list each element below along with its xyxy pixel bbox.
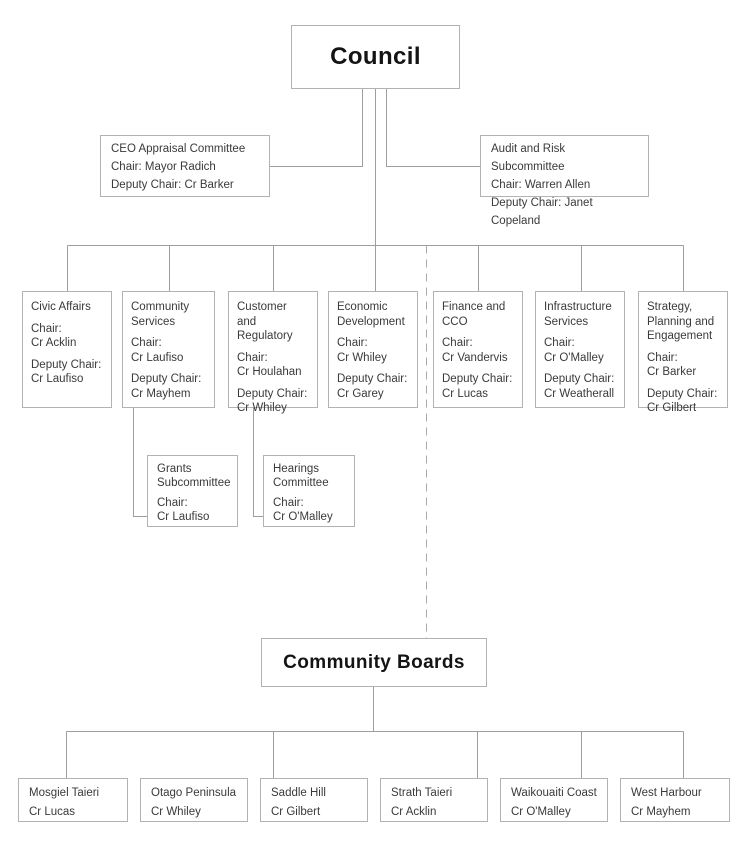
board-name: Waikouaiti Coast bbox=[511, 787, 597, 799]
deputy-chair-label: Deputy Chair: bbox=[337, 373, 408, 385]
committee-box-economic-development: Economic Development Chair: Cr Whiley De… bbox=[328, 291, 418, 408]
deputy-chair-line: Deputy Chair: Cr Barker bbox=[111, 179, 234, 191]
deputy-chair-name: Cr Lucas bbox=[442, 387, 489, 400]
deputy-chair-name: Cr Weatherall bbox=[544, 387, 615, 400]
board-member: Cr Gilbert bbox=[271, 806, 321, 818]
committee-name: CEO Appraisal Committee bbox=[111, 143, 246, 155]
board-box-strath-taieri: Strath Taieri Cr Acklin bbox=[380, 778, 488, 822]
deputy-chair-name: Cr Laufiso bbox=[31, 373, 84, 385]
council-box: Council bbox=[291, 25, 460, 89]
chair-name: Cr Barker bbox=[647, 366, 697, 378]
subcommittee-name: Grants Subcommittee bbox=[157, 463, 231, 489]
board-box-west-harbour: West Harbour Cr Mayhem bbox=[620, 778, 730, 822]
chair-label: Chair: bbox=[273, 497, 304, 509]
deputy-chair-label: Deputy Chair: bbox=[237, 387, 308, 400]
chair-label: Chair: bbox=[31, 322, 62, 335]
deputy-chair-label: Deputy Chair: bbox=[31, 358, 102, 371]
chair-name: Cr O'Malley bbox=[273, 511, 333, 523]
board-box-saddle-hill: Saddle Hill Cr Gilbert bbox=[260, 778, 368, 822]
committee-box-civic-affairs: Civic Affairs Chair: Cr Acklin Deputy Ch… bbox=[22, 291, 112, 408]
chair-label: Chair: bbox=[442, 337, 473, 349]
board-name: Mosgiel Taieri bbox=[29, 787, 100, 799]
chair-name: Cr O'Malley bbox=[544, 351, 604, 364]
hearings-committee-box: Hearings Committee Chair: Cr O'Malley bbox=[263, 455, 355, 527]
deputy-chair-label: Deputy Chair: bbox=[544, 373, 615, 385]
chair-label: Chair: bbox=[647, 351, 678, 364]
deputy-chair-line: Deputy Chair: Janet Copeland bbox=[491, 197, 593, 227]
board-name: Otago Peninsula bbox=[151, 787, 237, 799]
committee-box-finance-cco: Finance and CCO Chair: Cr Vandervis Depu… bbox=[433, 291, 523, 408]
chair-label: Chair: bbox=[237, 351, 268, 364]
community-boards-label: Community Boards bbox=[283, 651, 465, 673]
board-member: Cr Acklin bbox=[391, 806, 437, 818]
committee-name: Customer and Regulatory bbox=[237, 301, 293, 342]
board-name: West Harbour bbox=[631, 787, 702, 799]
committee-name: Infrastructure Services bbox=[544, 301, 612, 328]
board-box-waikouaiti-coast: Waikouaiti Coast Cr O'Malley bbox=[500, 778, 608, 822]
chair-label: Chair: bbox=[157, 497, 188, 509]
deputy-chair-label: Deputy Chair: bbox=[131, 373, 202, 385]
chair-name: Cr Houlahan bbox=[237, 366, 302, 378]
deputy-chair-name: Cr Garey bbox=[337, 387, 384, 400]
committee-box-community-services: Community Services Chair: Cr Laufiso Dep… bbox=[122, 291, 215, 408]
chair-label: Chair: bbox=[131, 337, 162, 349]
committee-name: Strategy, Planning and Engagement bbox=[647, 301, 715, 342]
ceo-appraisal-committee-box: CEO Appraisal Committee Chair: Mayor Rad… bbox=[100, 135, 270, 197]
council-label: Council bbox=[330, 43, 421, 70]
chair-label: Chair: bbox=[544, 337, 575, 349]
board-member: Cr Mayhem bbox=[631, 806, 691, 818]
board-member: Cr Whiley bbox=[151, 806, 201, 818]
chair-line: Chair: Mayor Radich bbox=[111, 161, 216, 173]
committee-name: Finance and CCO bbox=[442, 301, 506, 328]
board-box-otago-peninsula: Otago Peninsula Cr Whiley bbox=[140, 778, 248, 822]
committee-box-infrastructure-services: Infrastructure Services Chair: Cr O'Mall… bbox=[535, 291, 625, 408]
board-name: Saddle Hill bbox=[271, 787, 326, 799]
chair-name: Cr Vandervis bbox=[442, 351, 508, 364]
chair-line: Chair: Warren Allen bbox=[491, 179, 591, 191]
committee-name: Civic Affairs bbox=[31, 301, 91, 313]
board-name: Strath Taieri bbox=[391, 787, 453, 799]
chair-name: Cr Acklin bbox=[31, 337, 77, 349]
deputy-chair-name: Cr Gilbert bbox=[647, 402, 697, 414]
subcommittee-name: Hearings Committee bbox=[273, 463, 329, 489]
deputy-chair-name: Cr Whiley bbox=[237, 402, 287, 414]
deputy-chair-label: Deputy Chair: bbox=[647, 387, 718, 400]
chair-name: Cr Laufiso bbox=[157, 511, 210, 523]
community-boards-box: Community Boards bbox=[261, 638, 487, 687]
committee-name: Audit and Risk Subcommittee bbox=[491, 143, 566, 173]
deputy-chair-label: Deputy Chair: bbox=[442, 373, 513, 385]
board-member: Cr Lucas bbox=[29, 806, 76, 818]
committee-name: Community Services bbox=[131, 301, 190, 328]
committee-name: Economic Development bbox=[337, 301, 405, 328]
grants-subcommittee-box: Grants Subcommittee Chair: Cr Laufiso bbox=[147, 455, 238, 527]
deputy-chair-name: Cr Mayhem bbox=[131, 387, 191, 400]
board-member: Cr O'Malley bbox=[511, 806, 571, 818]
chair-label: Chair: bbox=[337, 337, 368, 349]
chair-name: Cr Laufiso bbox=[131, 351, 184, 364]
chair-name: Cr Whiley bbox=[337, 351, 387, 364]
committee-box-strategy-planning-engagement: Strategy, Planning and Engagement Chair:… bbox=[638, 291, 728, 414]
committee-box-customer-regulatory: Customer and Regulatory Chair: Cr Houlah… bbox=[228, 291, 318, 414]
audit-risk-subcommittee-box: Audit and Risk Subcommittee Chair: Warre… bbox=[480, 135, 649, 227]
board-box-mosgiel-taieri: Mosgiel Taieri Cr Lucas bbox=[18, 778, 128, 822]
